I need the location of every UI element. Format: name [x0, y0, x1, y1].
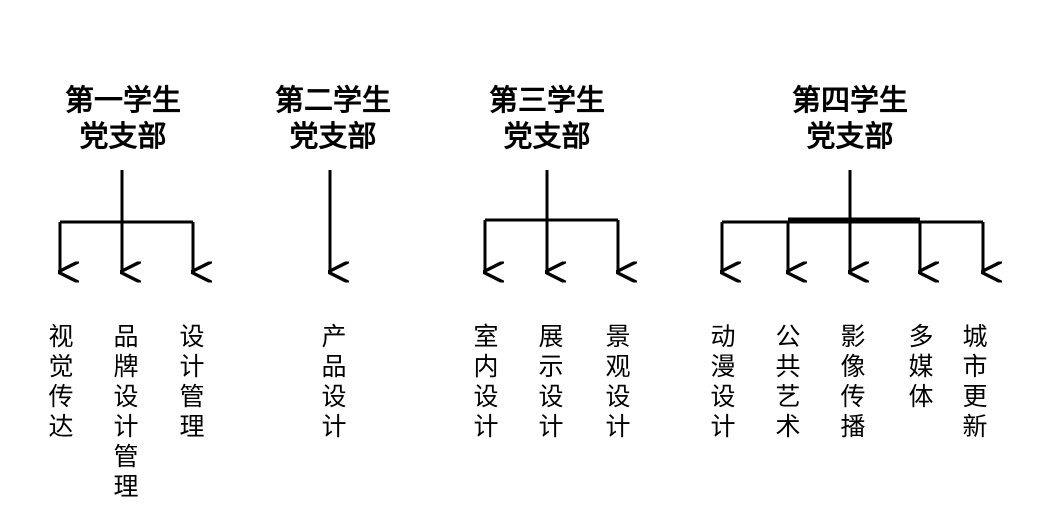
branch-title-3: 第三学生 党支部: [488, 83, 605, 153]
branch-title-4: 第四学生 党支部: [791, 83, 908, 153]
leaf-label-landscape-design: 景观设计: [605, 322, 631, 441]
leaf-label-animation-design: 动漫设计: [710, 322, 736, 441]
branch-title-1: 第一学生 党支部: [64, 83, 181, 153]
leaf-label-product-design: 产品设计: [321, 322, 347, 441]
leaf-label-visual-communication: 视觉传达: [48, 322, 74, 441]
leaf-label-brand-design-management: 品牌设计管理: [113, 322, 139, 501]
leaf-label-public-art: 公共艺术: [775, 322, 801, 441]
branch-title-2: 第二学生 党支部: [274, 83, 391, 153]
leaf-label-multimedia: 多媒体: [908, 322, 934, 411]
leaf-label-exhibition-design: 展示设计: [538, 322, 564, 441]
leaf-label-interior-design: 室内设计: [473, 322, 499, 441]
leaf-label-image-communication: 影像传播: [840, 322, 866, 441]
leaf-label-urban-renewal: 城市更新: [962, 322, 988, 441]
leaf-label-design-management: 设计管理: [179, 322, 205, 441]
